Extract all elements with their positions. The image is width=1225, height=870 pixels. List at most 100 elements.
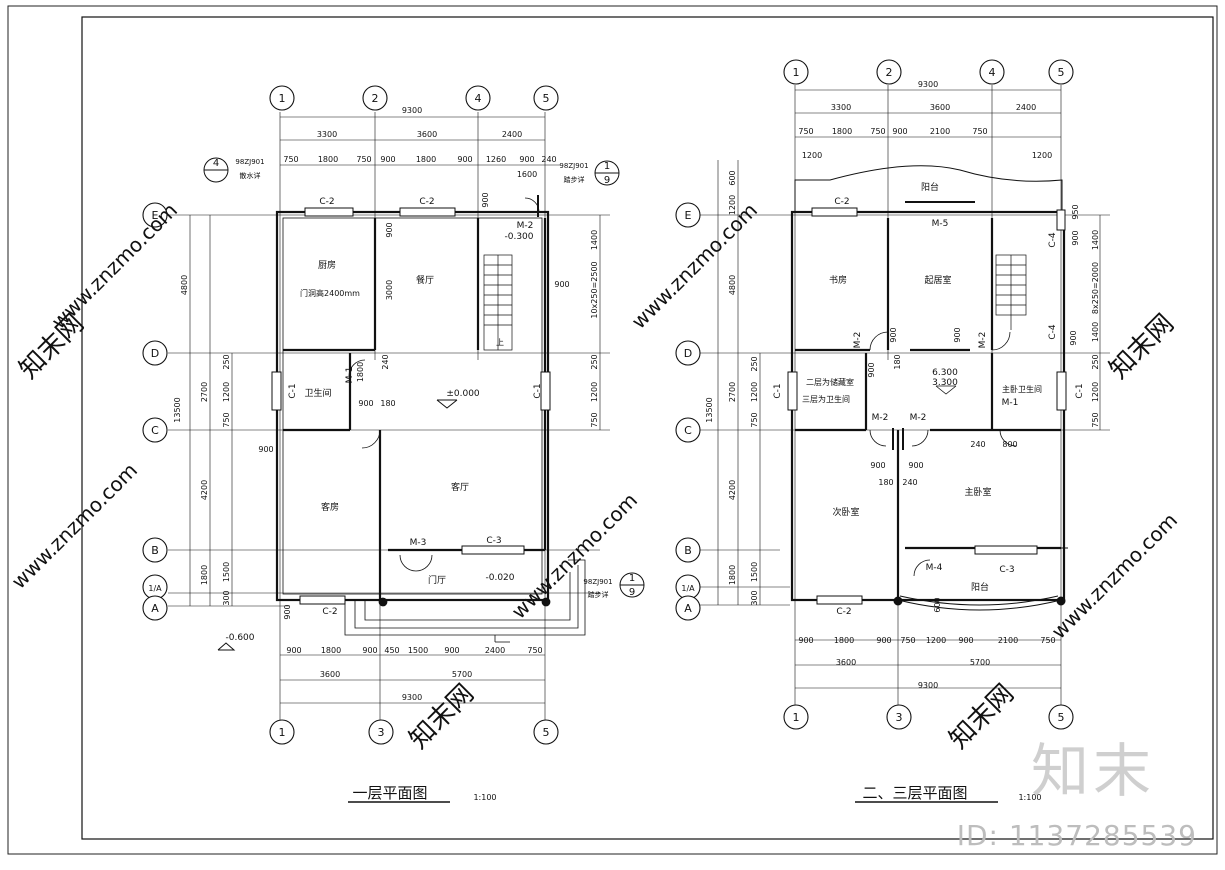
dim2-v-600: 600	[728, 170, 737, 185]
dim-v-900: 900	[258, 445, 273, 454]
dim-i-900d: 900	[283, 604, 292, 619]
window-c1-right: C-1	[533, 383, 543, 398]
dim-v-750: 750	[222, 412, 231, 427]
dim-3600: 3600	[417, 130, 437, 139]
dim2-v-13500: 13500	[705, 397, 714, 422]
dim-750a: 750	[283, 155, 298, 164]
dim-3300: 3300	[317, 130, 337, 139]
second-floor-plan	[675, 59, 1110, 803]
door-m2: M-2	[517, 221, 534, 231]
dim2-v-1800: 1800	[728, 565, 737, 585]
dim-2400: 2400	[502, 130, 522, 139]
room-foyer: 门厅	[428, 574, 446, 586]
room-guest: 客房	[321, 501, 339, 513]
dim2-i-240: 240	[902, 478, 917, 487]
dim2-i-800: 800	[1002, 440, 1017, 449]
room2-bath: 三层为卫生间	[802, 394, 850, 404]
dim-b-1500: 1500	[408, 646, 428, 655]
dim-1800b: 1800	[416, 155, 436, 164]
window2-c4-bottom: C-4	[1048, 324, 1058, 340]
dim2-v-4800: 4800	[728, 275, 737, 295]
door2-m2a: M-2	[853, 332, 863, 349]
room2-storage: 二层为储藏室	[806, 377, 854, 387]
door2-m2b: M-2	[978, 332, 988, 349]
room2-master-bath: 主卧卫生间	[1002, 384, 1042, 394]
dim-v-2700: 2700	[200, 382, 209, 402]
dim2-r-1200: 1200	[1091, 382, 1100, 402]
dim2-v-2700: 2700	[728, 382, 737, 402]
kitchen-note: 门洞高2400mm	[300, 288, 360, 298]
room2-study: 书房	[829, 274, 847, 286]
grid-label-bottom-1: 1	[279, 726, 286, 739]
first-plan-title: 一层平面图	[352, 784, 427, 802]
door2-m1: M-1	[1002, 398, 1019, 408]
grid2-B: B	[684, 544, 692, 557]
dim-b-9300: 9300	[402, 693, 422, 702]
dim2-i-900a: 900	[889, 327, 898, 342]
dim-1600: 1600	[517, 170, 537, 179]
door2-m2d: M-2	[910, 413, 927, 423]
second-plan-rooms: 书房 起居室 二层为储藏室 三层为卫生间 主卧卫生间 次卧室 主卧室 阳台 阳台…	[773, 181, 1085, 617]
grid-label-B: B	[151, 544, 159, 557]
dim2-v-4200: 4200	[728, 480, 737, 500]
dim-i-3000: 3000	[385, 280, 394, 300]
dim2-v-1200: 1200	[728, 195, 737, 215]
first-floor-plan	[142, 85, 645, 803]
level-foyer: -0.020	[485, 573, 514, 583]
dim-240: 240	[541, 155, 556, 164]
window2-c2-bottom: C-2	[836, 607, 851, 617]
brand-watermark: 知末	[1030, 737, 1155, 805]
dim2-1200b: 1200	[1032, 151, 1052, 160]
dim2-b-1200: 1200	[926, 636, 946, 645]
room2-balcony-top: 阳台	[921, 181, 939, 193]
window-c2-top-left: C-2	[319, 197, 334, 207]
dim2-i-240b: 240	[970, 440, 985, 449]
dim2-b-750: 750	[900, 636, 915, 645]
dim-1800a: 1800	[318, 155, 338, 164]
dim-750b: 750	[356, 155, 371, 164]
dim2-b-5700: 5700	[970, 658, 990, 667]
dim-r-1400: 1400	[590, 230, 599, 250]
grid2-E: E	[685, 209, 692, 222]
dim2-b-1800: 1800	[834, 636, 854, 645]
dim2-750c: 750	[972, 127, 987, 136]
dim2-v-750: 750	[750, 412, 759, 427]
dim-v-250: 250	[222, 354, 231, 369]
dim-b-5700: 5700	[452, 670, 472, 679]
dim2-i-900e: 900	[867, 362, 876, 377]
level-main: ±0.000	[446, 389, 480, 399]
walls	[790, 210, 1066, 602]
dim-b-900a: 900	[286, 646, 301, 655]
dim-i-900a: 900	[358, 399, 373, 408]
dim2-i-180: 180	[878, 478, 893, 487]
dim2-b-2100: 2100	[998, 636, 1018, 645]
grid-label-1A: 1/A	[148, 584, 162, 593]
id-watermark: ID: 1137285539	[956, 819, 1197, 852]
dim-v-1800: 1800	[200, 565, 209, 585]
grid2-top-1: 1	[793, 66, 800, 79]
window2-c1-left: C-1	[773, 383, 783, 398]
dim-r-1200: 1200	[590, 382, 599, 402]
window2-c4-top: C-4	[1048, 232, 1058, 248]
dim-v-1200: 1200	[222, 382, 231, 402]
callout-right2-num: 1	[629, 573, 635, 584]
dim2-i-900c: 900	[870, 461, 885, 470]
grid2-top-4: 4	[989, 66, 996, 79]
dim2-b-900b: 900	[876, 636, 891, 645]
callout-right-sheet: 9	[604, 175, 610, 186]
dim-b-900c: 900	[444, 646, 459, 655]
dim2-900: 900	[892, 127, 907, 136]
watermark-site-4: www.znzmo.com	[1047, 508, 1183, 644]
dim-i-1800: 1800	[356, 362, 365, 382]
dimension-lines	[717, 89, 1101, 689]
balcony-top	[794, 165, 1063, 212]
second-plan-scale: 1:100	[1018, 793, 1041, 802]
dim-v-4800: 4800	[180, 275, 189, 295]
dim-i-900b: 900	[385, 222, 394, 237]
inner-border	[81, 16, 1214, 840]
dim2-r-750: 750	[1091, 412, 1100, 427]
dim-r-250: 250	[590, 354, 599, 369]
dim2-i-900f: 900	[1069, 330, 1078, 345]
doors	[869, 331, 1017, 577]
